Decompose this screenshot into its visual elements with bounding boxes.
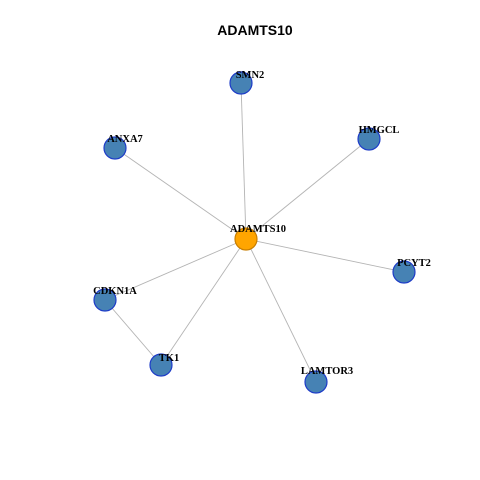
node-label-hmgcl: HMGCL bbox=[359, 125, 400, 136]
node-label-pcyt2: PCYT2 bbox=[397, 258, 431, 269]
node-label-cdkn1a: CDKN1A bbox=[93, 286, 137, 297]
node-hmgcl[interactable]: HMGCL bbox=[357, 125, 400, 151]
node-circle-anxa7[interactable] bbox=[103, 136, 127, 160]
edge-adamts10-tk1 bbox=[160, 238, 247, 366]
edges-layer bbox=[104, 82, 405, 383]
node-tk1[interactable]: TK1 bbox=[149, 353, 179, 377]
edge-adamts10-pcyt2 bbox=[245, 238, 405, 273]
node-circle-hmgcl[interactable] bbox=[357, 127, 381, 151]
node-circle-pcyt2[interactable] bbox=[392, 260, 416, 284]
node-adamts10[interactable]: ADAMTS10 bbox=[230, 224, 286, 251]
node-lamtor3[interactable]: LAMTOR3 bbox=[301, 366, 353, 394]
edge-adamts10-smn2 bbox=[240, 82, 247, 240]
edge-adamts10-hmgcl bbox=[245, 138, 370, 240]
node-anxa7[interactable]: ANXA7 bbox=[103, 134, 143, 160]
node-label-tk1: TK1 bbox=[159, 353, 179, 364]
node-label-smn2: SMN2 bbox=[236, 70, 265, 81]
plot-title: ADAMTS10 bbox=[217, 22, 293, 38]
node-cdkn1a[interactable]: CDKN1A bbox=[93, 286, 137, 312]
node-pcyt2[interactable]: PCYT2 bbox=[392, 258, 431, 284]
edge-adamts10-lamtor3 bbox=[245, 238, 317, 383]
node-label-adamts10: ADAMTS10 bbox=[230, 224, 286, 235]
node-circle-smn2[interactable] bbox=[229, 71, 253, 95]
edge-adamts10-cdkn1a bbox=[104, 238, 247, 301]
node-circle-tk1[interactable] bbox=[149, 353, 173, 377]
node-label-lamtor3: LAMTOR3 bbox=[301, 366, 353, 377]
node-label-anxa7: ANXA7 bbox=[107, 134, 143, 145]
edge-cdkn1a-tk1 bbox=[104, 299, 162, 366]
hub-node-circle-adamts10[interactable] bbox=[234, 227, 258, 251]
node-circle-lamtor3[interactable] bbox=[304, 370, 328, 394]
node-smn2[interactable]: SMN2 bbox=[229, 70, 265, 95]
node-circle-cdkn1a[interactable] bbox=[93, 288, 117, 312]
edge-adamts10-anxa7 bbox=[114, 147, 247, 240]
